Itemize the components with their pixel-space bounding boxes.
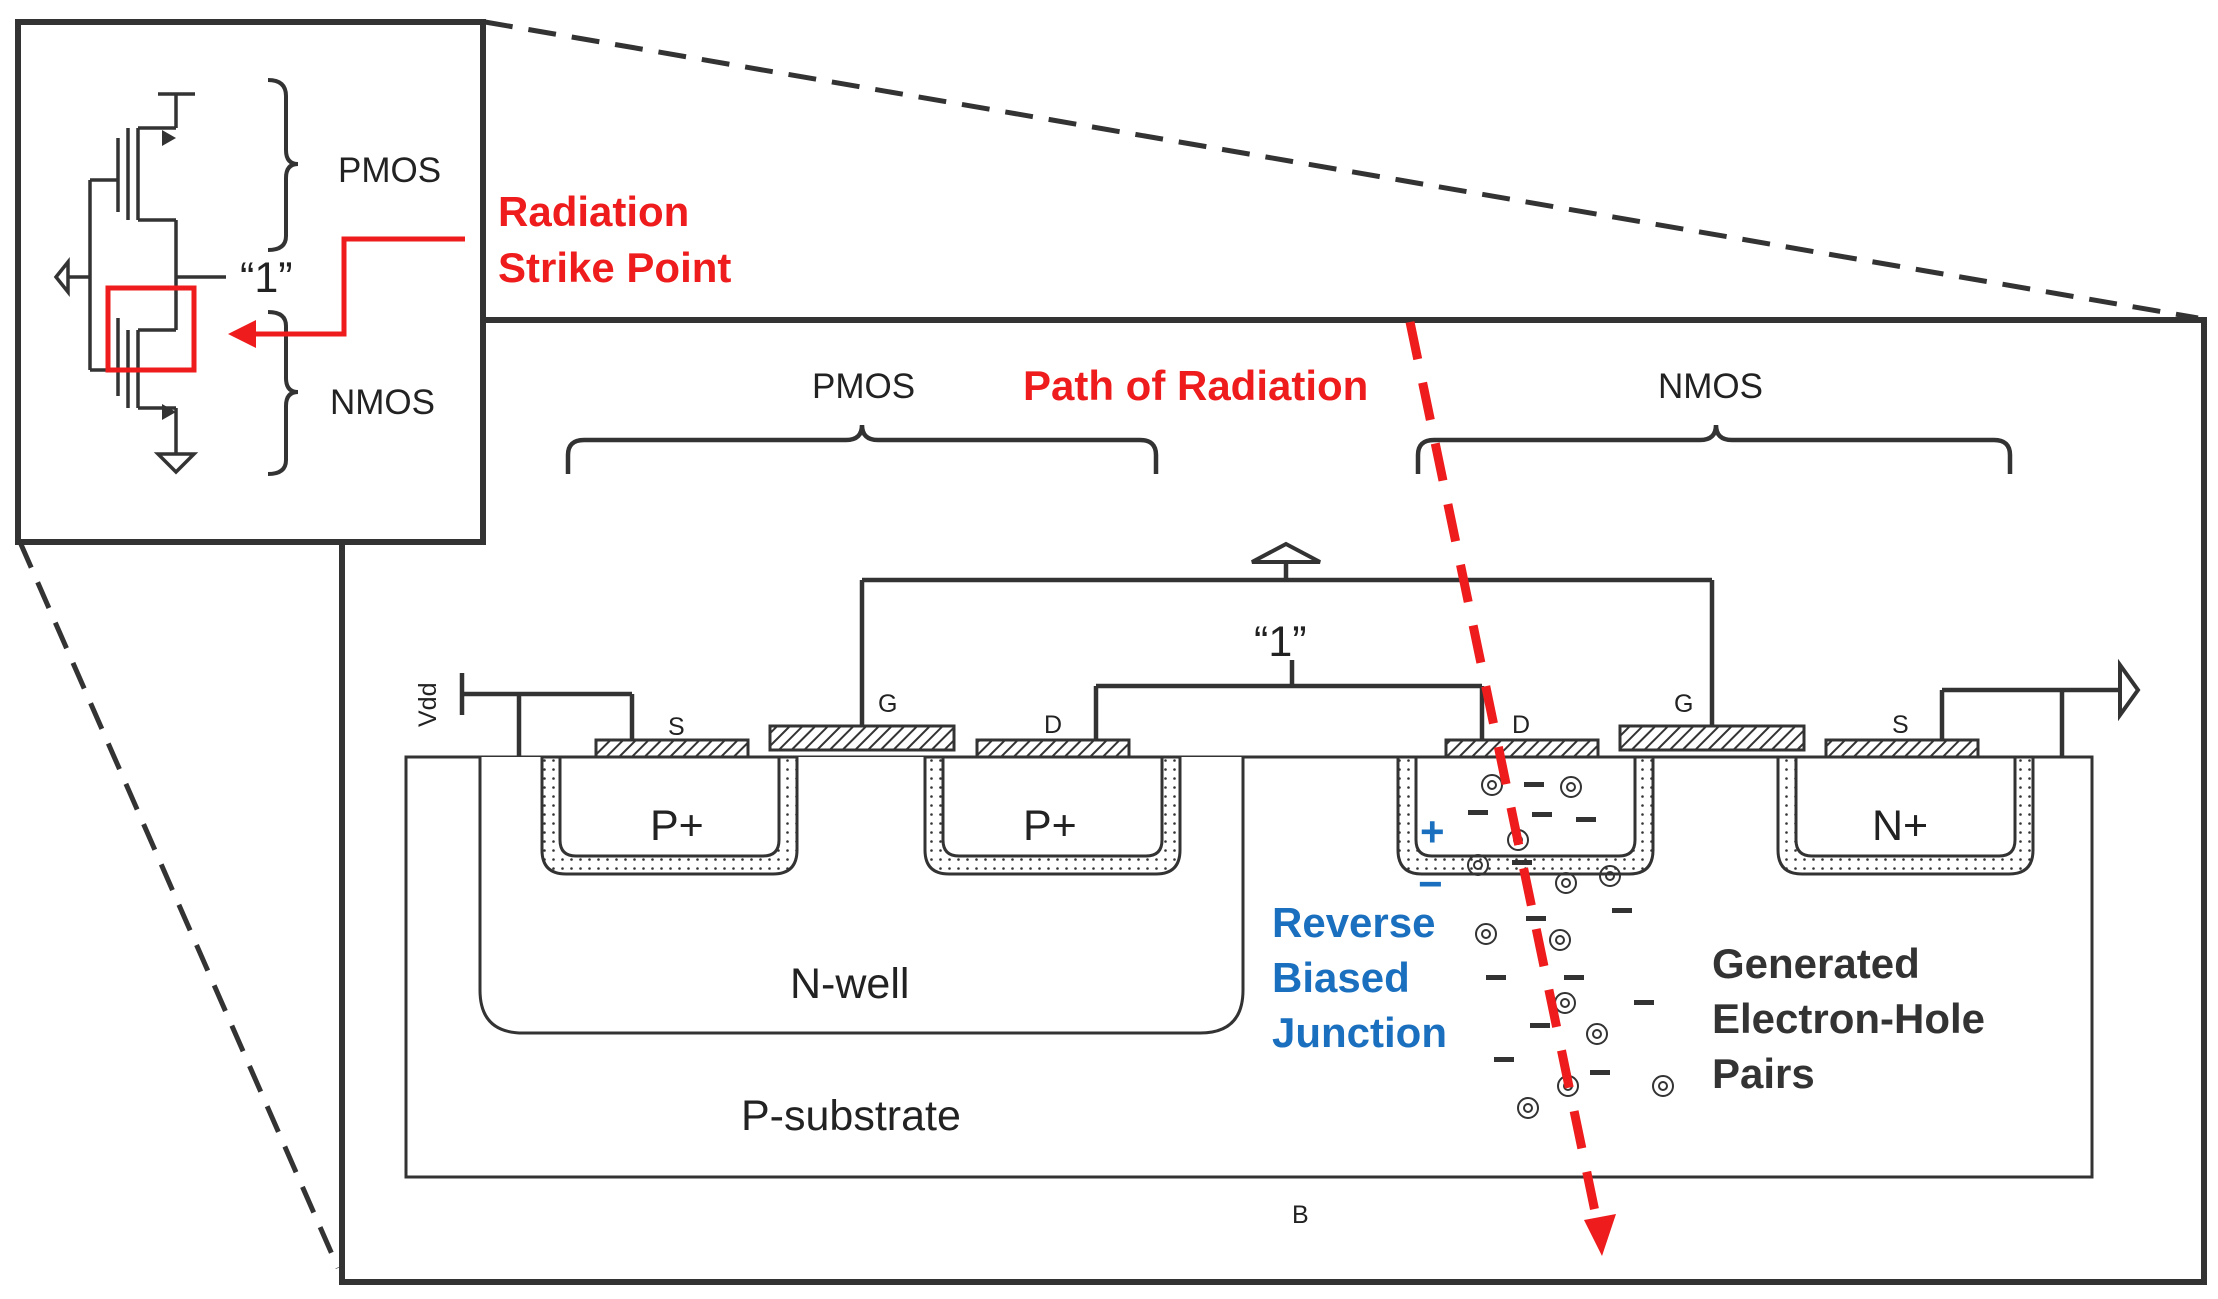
strike-pointer-arrow — [252, 236, 465, 337]
nmos-label: NMOS — [1658, 367, 1763, 406]
p-plus-label-1: P+ — [650, 802, 704, 850]
output-label: “1” — [1254, 618, 1307, 666]
strike-point-box — [105, 285, 197, 373]
cross-section-braces — [565, 424, 2013, 474]
n-plus-source-region — [1776, 755, 2035, 876]
p-plus-drain-region — [923, 755, 1182, 876]
pmos-s-label: S — [668, 713, 685, 741]
n-well-label: N-well — [790, 960, 909, 1008]
ground-terminal — [2118, 658, 2141, 722]
pmos-source-contact — [594, 738, 750, 759]
reverse-biased-label-line1: Reverse — [1272, 899, 1435, 946]
generated-pairs-label-line2: Electron-Hole — [1712, 995, 1985, 1042]
terminals — [594, 724, 1980, 759]
radiation-path — [1405, 321, 1603, 1227]
generated-pairs-label-line1: Generated — [1712, 940, 1920, 987]
pmos-drain-contact — [975, 738, 1131, 759]
cross-section-frame — [339, 317, 2207, 1285]
radiation-path-arrowhead — [1584, 1214, 1616, 1256]
pmos-d-label: D — [1044, 711, 1062, 739]
p-substrate-label: P-substrate — [741, 1092, 961, 1140]
junction-plus-sign: + — [1420, 808, 1445, 855]
vdd-label: Vdd — [414, 683, 442, 727]
electron-hole-pairs — [1467, 774, 1674, 1119]
inset-nmos-label: NMOS — [330, 383, 435, 422]
nmos-source-contact — [1824, 738, 1980, 759]
strike-pointer-arrowhead — [228, 320, 256, 348]
diffusion-regions — [540, 755, 2035, 876]
nmos-d-label: D — [1512, 711, 1530, 739]
reverse-biased-label-line3: Junction — [1272, 1009, 1447, 1056]
generated-pairs-label-line3: Pairs — [1712, 1050, 1815, 1097]
p-plus-source-region — [540, 755, 799, 876]
wiring — [459, 562, 2120, 757]
inset-frame — [15, 19, 486, 545]
radiation-strike-label-line2: Strike Point — [498, 244, 731, 291]
input-terminal — [1251, 541, 1321, 564]
reverse-biased-label-line2: Biased — [1272, 954, 1410, 1001]
inset-braces — [267, 78, 299, 476]
inverter-schematic — [53, 92, 226, 475]
inset-pmos-label: PMOS — [338, 151, 441, 190]
nmos-s-label: S — [1892, 711, 1909, 739]
nmos-drain-contact — [1444, 738, 1600, 759]
radiation-strike-label-line1: Radiation — [498, 188, 689, 235]
path-of-radiation-label: Path of Radiation — [1023, 362, 1368, 409]
nmos-g-label: G — [1674, 690, 1693, 718]
zoom-connector-lines — [17, 19, 2199, 1270]
pmos-g-label: G — [878, 690, 897, 718]
electrons — [1468, 782, 1654, 1075]
p-plus-label-2: P+ — [1023, 802, 1077, 850]
inset-output-label: “1” — [240, 254, 293, 302]
n-plus-label: N+ — [1872, 802, 1928, 850]
bulk-label: B — [1292, 1201, 1309, 1229]
pmos-gate — [768, 724, 956, 752]
nmos-gate — [1618, 724, 1806, 752]
junction-minus-sign: − — [1418, 860, 1443, 907]
pmos-label: PMOS — [812, 367, 915, 406]
